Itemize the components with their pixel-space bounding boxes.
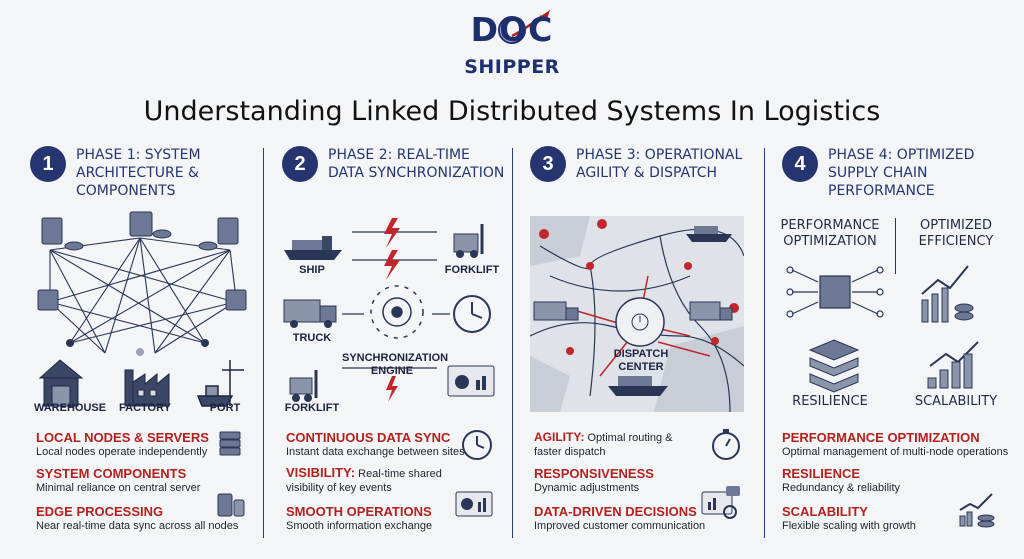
resilience-label: RESILIENCE (792, 394, 868, 409)
bullet-smooth-operations: SMOOTH OPERATIONS Smooth information exc… (286, 504, 433, 532)
panel-divider (895, 218, 896, 274)
bullet-agility: AGILITY: Optimal routing & faster dispat… (534, 430, 673, 458)
growth-bars-icon (927, 341, 979, 389)
phase-3-title: PHASE 3: OPERATIONAL AGILITY & DISPATCH (576, 147, 743, 181)
phase-2-badge: 2 (282, 146, 318, 182)
dispatch-map (530, 216, 744, 412)
bar-chart-coins-icon (921, 265, 974, 323)
clock-icon (631, 313, 649, 331)
lightning-icon (384, 218, 400, 402)
phase-3-badge: 3 (530, 146, 566, 182)
port-label: PORT (209, 402, 241, 414)
phase-4-icons (786, 265, 979, 393)
gear-icon (370, 285, 424, 339)
phase-4-column: 4 PHASE 4: OPTIMIZED SUPPLY CHAIN PERFOR… (781, 140, 1014, 555)
logo-shipper-text: SHIPPER (464, 56, 560, 78)
forklift-top-label: FORKLIFT (444, 264, 500, 276)
phase-3-column: 3 PHASE 3: OPERATIONAL AGILITY & DISPATC… (530, 140, 760, 555)
bullet-resilience: RESILIENCE Redundancy & reliability (782, 466, 901, 494)
forklift-icon (289, 370, 318, 402)
monitor-chart-icon (447, 365, 495, 397)
dashboard-icon (455, 491, 493, 517)
growth-chart-icon (959, 493, 995, 528)
bullet-system-components: SYSTEM COMPONENTS Minimal reliance on ce… (36, 466, 201, 494)
phase-4-title: PHASE 4: OPTIMIZED SUPPLY CHAIN PERFORMA… (828, 147, 975, 199)
ship-label: SHIP (299, 264, 325, 276)
warehouse-label: WAREHOUSE (33, 402, 107, 414)
clock-icon (462, 430, 492, 460)
bullet-continuous-sync: CONTINUOUS DATA SYNC Instant data exchan… (286, 430, 465, 458)
doc-shipper-logo: DOC SHIPPER (462, 6, 562, 86)
bullet-local-nodes: LOCAL NODES & SERVERS Local nodes operat… (36, 430, 209, 458)
sync-diagram (283, 218, 495, 402)
column-divider (263, 148, 264, 538)
sync-engine-label: SYNCHRONIZATION ENGINE (342, 352, 449, 377)
server-icon (219, 431, 241, 456)
performance-optimization-label: PERFORMANCE OPTIMIZATION (780, 218, 880, 249)
devices-icon (217, 493, 245, 517)
forklift-icon (453, 224, 484, 258)
dispatch-center-label: DISPATCH CENTER (613, 348, 669, 373)
stopwatch-icon (712, 429, 740, 460)
page-title: Understanding Linked Distributed Systems… (143, 96, 881, 127)
bullet-data-driven: DATA-DRIVEN DECISIONS Improved customer … (534, 504, 706, 532)
phase-1-title: PHASE 1: SYSTEM ARCHITECTURE & COMPONENT… (76, 147, 201, 199)
network-cube-icon (786, 266, 884, 318)
network-mesh-diagram (37, 211, 247, 407)
scalability-label: SCALABILITY (914, 394, 998, 409)
phase-4-badge: 4 (782, 146, 818, 182)
phase-1-badge: 1 (30, 146, 66, 182)
ship-icon (284, 236, 342, 260)
truck-label: TRUCK (292, 332, 332, 344)
phase-2-title: PHASE 2: REAL-TIME DATA SYNCHRONIZATION (328, 147, 505, 181)
ship-icon (608, 376, 668, 396)
warehouse-icon (38, 359, 84, 407)
optimized-efficiency-label: OPTIMIZED EFFICIENCY (918, 218, 994, 249)
bullet-performance-optimization: PERFORMANCE OPTIMIZATION Optimal managem… (782, 430, 1009, 458)
analytics-icon (701, 486, 740, 519)
factory-icon (124, 369, 170, 407)
bullet-edge-processing: EDGE PROCESSING Near real-time data sync… (36, 504, 239, 532)
bullet-responsiveness: RESPONSIVENESS Dynamic adjustments (534, 466, 654, 494)
column-divider (512, 148, 513, 538)
factory-label: FACTORY (119, 402, 171, 414)
truck-icon (283, 299, 337, 328)
phase-2-column: 2 PHASE 2: REAL-TIME DATA SYNCHRONIZATIO… (282, 140, 510, 555)
logo-doc-text: DOC (470, 10, 554, 49)
truck-icon (689, 301, 733, 321)
bullet-scalability: SCALABILITY Flexible scaling with growth (782, 504, 916, 532)
ship-icon (686, 226, 732, 242)
forklift-bottom-label: FORKLIFT (284, 402, 340, 414)
phase-1-column: 1 PHASE 1: SYSTEM ARCHITECTURE & COMPONE… (30, 140, 258, 555)
truck-icon (533, 301, 579, 321)
clock-icon (453, 295, 491, 333)
logo-plane-icon (498, 10, 550, 44)
layers-shield-icon (808, 339, 860, 393)
bullet-visibility: VISIBILITY: Real-time shared visibility … (286, 465, 442, 495)
column-divider (764, 148, 765, 538)
port-crane-icon (196, 360, 244, 407)
